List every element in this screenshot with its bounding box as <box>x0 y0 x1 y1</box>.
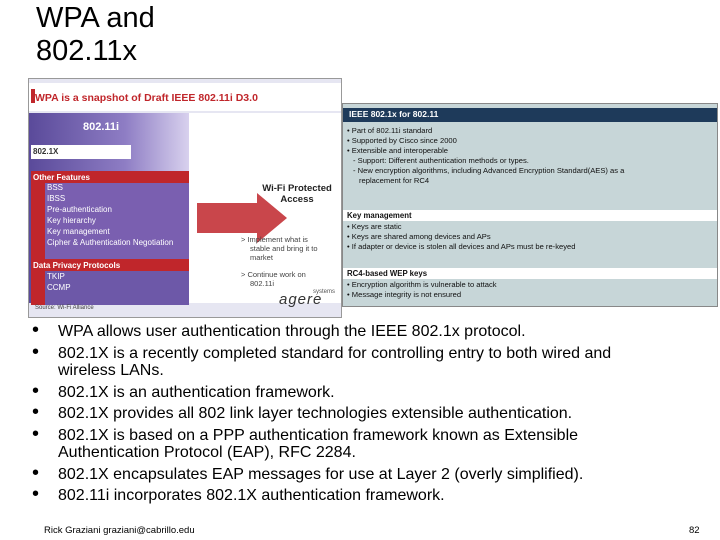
panel-line: - New encryption algorithms, including A… <box>353 166 625 175</box>
footer-author: Rick Graziani graziani@cabrillo.edu <box>44 525 195 536</box>
slide-title-line-2: 802.11x <box>36 35 138 67</box>
bullet-dot-icon: • <box>32 379 40 402</box>
side-bullet-line: > Implement what is <box>241 235 308 244</box>
bullet-text: WPA allows user authentication through t… <box>58 323 526 340</box>
panel-line: • Part of 802.11i standard <box>347 126 433 135</box>
label-80211i: 802.11i <box>83 121 120 133</box>
feature-item: Key hierarchy <box>47 216 96 225</box>
bullet-dot-icon: • <box>32 483 40 505</box>
side-bullet-line: market <box>250 253 273 262</box>
protocol-item: TKIP <box>47 272 65 281</box>
side-bullet-continue: > Continue work on 802.11i <box>241 270 341 288</box>
bullet-text: 802.1X encapsulates EAP messages for use… <box>58 465 584 483</box>
panel-line: • Keys are shared among devices and APs <box>347 232 491 241</box>
bullet-item: • 802.1X is an authentication framework. <box>32 379 702 404</box>
bullet-text: 802.1X is based on a PPP authentication … <box>58 426 579 444</box>
slide-title-line-1: WPA and <box>36 2 155 34</box>
bullet-item: • WPA allows user authentication through… <box>32 319 702 343</box>
bullet-dot-icon: • <box>32 401 40 423</box>
panel-line: • Keys are static <box>347 222 402 231</box>
bullet-item: • 802.1X is based on a PPP authenticatio… <box>32 422 702 464</box>
bullet-item: • 802.11i incorporates 802.1X authentica… <box>32 483 702 507</box>
figure-source: Source: Wi-Fi Alliance <box>35 305 94 311</box>
bullet-text: 802.1X is an authentication framework. <box>58 383 335 401</box>
side-bullet-line: > Continue work on <box>241 270 306 279</box>
bullet-text: 802.11i incorporates 802.1X authenticati… <box>58 487 445 504</box>
wpa-diagram-figure: WPA is a snapshot of Draft IEEE 802.11i … <box>28 78 342 318</box>
feature-item: Key management <box>47 227 110 236</box>
arrow-to-wpa-icon <box>197 193 287 243</box>
feature-item: Pre-authentication <box>47 205 112 214</box>
bullet-item: • 802.1X is a recently completed standar… <box>32 340 702 382</box>
panel-line: • Supported by Cisco since 2000 <box>347 136 457 145</box>
bullet-text-continued: wireless LANs. <box>58 362 164 379</box>
other-features-inner: BSS IBSS Pre-authentication Key hierarch… <box>45 183 189 267</box>
agere-logo-sub: systems <box>313 289 336 295</box>
protocol-item: CCMP <box>47 283 71 292</box>
bullet-item: • 802.1X encapsulates EAP messages for u… <box>32 461 702 486</box>
side-bullet-line: 802.11i <box>250 279 275 288</box>
bullet-dot-icon: • <box>32 319 40 341</box>
panel-line: • Extensible and interoperable <box>347 146 449 155</box>
wep-keys-heading: RC4-based WEP keys <box>343 268 717 279</box>
wifi-protected-access-label: Wi-Fi Protected Access <box>255 183 339 205</box>
other-features-box: Other Features BSS IBSS Pre-authenticati… <box>31 171 189 271</box>
bullet-dot-icon: • <box>32 340 40 363</box>
feature-item: BSS <box>47 183 64 192</box>
data-privacy-inner: TKIP CCMP <box>45 271 189 305</box>
panel-line: • Encryption algorithm is vulnerable to … <box>347 280 497 289</box>
bullet-text: 802.1X provides all 802 link layer techn… <box>58 405 573 422</box>
key-management-heading: Key management <box>343 210 717 221</box>
data-privacy-title: Data Privacy Protocols <box>33 261 121 270</box>
feature-item: Cipher & Authentication Negotiation <box>47 238 174 247</box>
wifi-label-line-1: Wi-Fi Protected <box>262 183 332 194</box>
wpa-diagram-body: 802.11i 802.1X Other Features BSS IBSS P… <box>29 113 341 305</box>
label-8021x: 802.1X <box>31 145 131 159</box>
side-bullet-implement: > Implement what is stable and bring it … <box>241 235 341 262</box>
ieee-8021x-panel: IEEE 802.1x for 802.11 • Part of 802.11i… <box>342 103 718 307</box>
other-features-title: Other Features <box>33 173 90 182</box>
panel-line: replacement for RC4 <box>359 176 430 185</box>
panel-heading: IEEE 802.1x for 802.11 <box>343 108 717 122</box>
page-number: 82 <box>689 525 700 536</box>
slide-title: WPA and 802.11x <box>36 2 155 68</box>
bullet-dot-icon: • <box>32 422 40 445</box>
wifi-label-line-2: Access <box>280 194 314 205</box>
bullet-dot-icon: • <box>32 461 40 484</box>
bullet-text: 802.1X is a recently completed standard … <box>58 344 612 362</box>
bullet-item: • 802.1X provides all 802 link layer tec… <box>32 401 702 425</box>
feature-item: IBSS <box>47 194 66 203</box>
bullet-list: • WPA allows user authentication through… <box>32 319 702 507</box>
agere-logo: agere <box>279 291 323 308</box>
panel-line: - Support: Different authentication meth… <box>353 156 529 165</box>
panel-line: • Message integrity is not ensured <box>347 290 462 299</box>
heading-accent-bar <box>31 89 35 103</box>
wpa-diagram-heading: WPA is a snapshot of Draft IEEE 802.11i … <box>29 83 341 111</box>
side-bullet-line: stable and bring it to <box>250 244 318 253</box>
data-privacy-box: Data Privacy Protocols TKIP CCMP <box>31 259 189 305</box>
bullet-text-continued: Authentication Protocol (EAP), RFC 2284. <box>58 444 356 461</box>
panel-line: • If adapter or device is stolen all dev… <box>347 242 576 251</box>
